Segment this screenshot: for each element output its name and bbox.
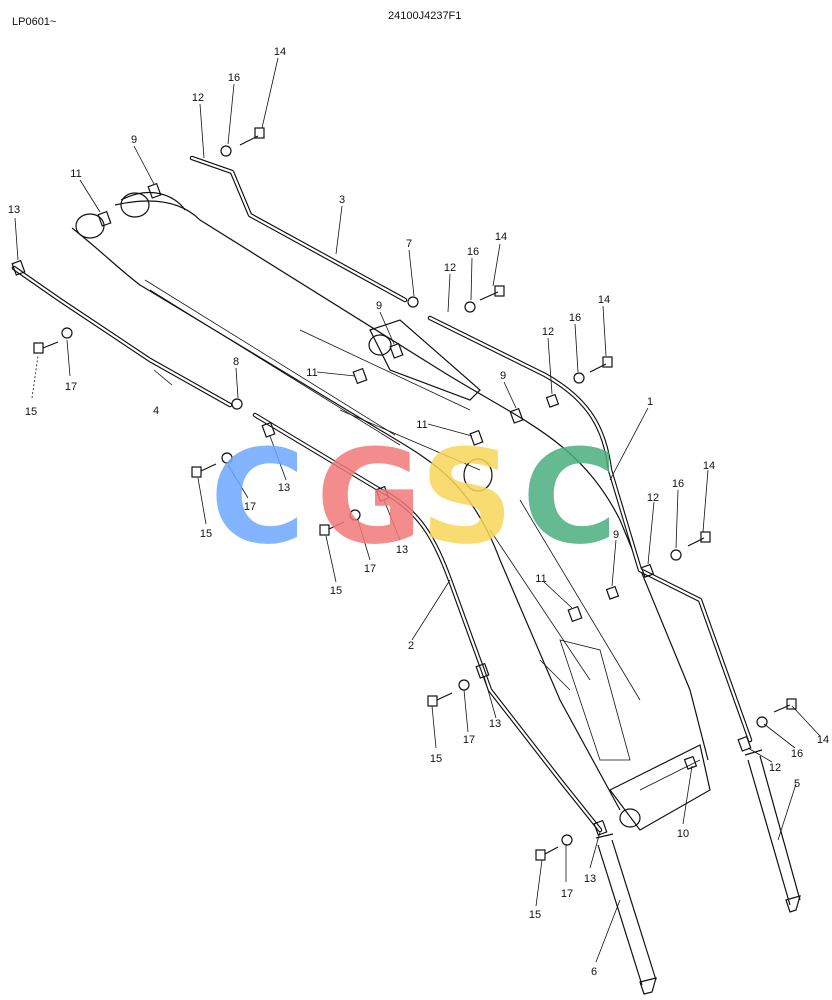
watermark-letter-3: S [420, 421, 514, 573]
callout: 1 [647, 396, 653, 408]
callout: 16 [672, 478, 684, 490]
callout: 2 [408, 640, 414, 652]
boom-body [71, 191, 711, 831]
callout: 11 [306, 367, 317, 379]
callout: 13 [584, 873, 596, 885]
callout: 16 [467, 246, 479, 258]
callout: 17 [244, 501, 256, 513]
callout: 16 [569, 312, 581, 324]
callout: 17 [364, 563, 376, 575]
leader-lines [14, 57, 821, 963]
serial-range-label: LP0601~ [12, 16, 57, 28]
pipe-3 [189, 155, 408, 303]
callout: 17 [463, 734, 475, 746]
callout: 5 [794, 778, 800, 790]
callout: 14 [598, 294, 610, 306]
watermark: C G S C [210, 421, 617, 573]
callout: 4 [153, 405, 159, 417]
callout: 12 [647, 492, 659, 504]
pipe-4 [11, 265, 233, 408]
watermark-letter-1: C [210, 421, 305, 573]
watermark-letter-4: C [522, 421, 617, 573]
callout: 9 [500, 370, 506, 382]
bolts-and-washers [33, 127, 797, 861]
callout: 17 [561, 888, 573, 900]
callout: 15 [529, 909, 541, 921]
watermark-letter-2: G [316, 421, 423, 573]
callout: 14 [817, 734, 829, 746]
callout: 17 [65, 381, 77, 393]
callout: 9 [613, 529, 619, 541]
callout: 15 [200, 528, 212, 540]
callout: 12 [542, 326, 554, 338]
callout: 16 [791, 748, 803, 760]
drawing-number: 24100J4237F1 [388, 10, 462, 22]
callout: 11 [535, 573, 546, 585]
callout: 14 [703, 460, 715, 472]
callout: 9 [376, 300, 382, 312]
callout: 13 [396, 544, 408, 556]
callout: 13 [489, 718, 501, 730]
callout: 12 [444, 262, 456, 274]
callout: 14 [274, 46, 286, 58]
callout: 11 [416, 419, 427, 431]
callout: 11 [70, 168, 81, 180]
callout: 15 [430, 753, 442, 765]
callout: 12 [769, 762, 781, 774]
pipe-2 [252, 412, 603, 833]
callout: 13 [8, 204, 20, 216]
callout: 15 [25, 406, 37, 418]
callout: 15 [330, 585, 342, 597]
callout: 10 [677, 828, 689, 840]
pipe-1 [427, 315, 753, 743]
callout: 14 [495, 231, 507, 243]
callout: 7 [406, 238, 412, 250]
hose-6 [595, 833, 657, 995]
callout: 13 [278, 482, 290, 494]
callout-labels: 14 16 12 9 11 13 3 7 16 14 12 9 14 16 12… [8, 46, 829, 978]
callout: 12 [192, 92, 204, 104]
callout: 9 [131, 134, 137, 146]
callout: 3 [339, 194, 345, 206]
hose-5 [744, 749, 801, 913]
clamps [11, 182, 752, 836]
callout: 16 [228, 72, 240, 84]
callout: 8 [233, 356, 239, 368]
callout: 6 [591, 966, 597, 978]
